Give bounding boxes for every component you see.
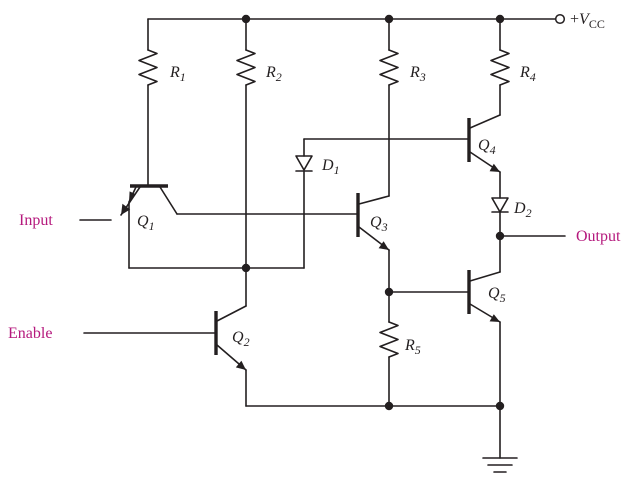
enable-label: Enable <box>8 325 52 342</box>
vcc-label: +VCC <box>570 11 605 31</box>
transistor-q2: Q2 <box>83 267 250 407</box>
q3-label: Q3 <box>370 214 388 234</box>
r3-label: R3 <box>409 64 426 84</box>
diode-d1: D1 <box>295 138 470 269</box>
r1-label: R1 <box>169 64 186 84</box>
diode-d2: D2 <box>491 197 532 273</box>
ground-junction-r5 <box>384 401 394 411</box>
output-label: Output <box>576 228 621 245</box>
junction-wire <box>128 263 305 273</box>
ground-icon <box>482 457 518 473</box>
input-signal: Input <box>19 212 112 229</box>
vcc-terminal <box>554 13 566 25</box>
resistor-r1: R1 <box>138 18 186 187</box>
r5-label: R5 <box>404 337 421 357</box>
output-signal: Output <box>495 228 621 245</box>
transistor-q3: Q3 <box>356 193 470 323</box>
ground-bus <box>245 401 505 459</box>
q1-label: Q1 <box>137 213 155 233</box>
vcc-rail: +VCC <box>147 11 605 31</box>
resistor-r3: R3 <box>379 18 426 197</box>
d1-label: D1 <box>321 157 340 177</box>
resistor-r2: R2 <box>236 18 282 269</box>
q5-label: Q5 <box>488 285 506 305</box>
d2-label: D2 <box>513 200 532 220</box>
transistor-q4: Q4 <box>467 114 501 199</box>
transistor-q1: Q1 <box>120 184 359 269</box>
r2-label: R2 <box>265 64 282 84</box>
q2-label: Q2 <box>232 329 250 349</box>
resistor-r4: R4 <box>490 18 536 116</box>
resistor-r5: R5 <box>379 321 421 407</box>
transistor-q5: Q5 <box>467 270 506 407</box>
r4-label: R4 <box>519 64 536 84</box>
input-label: Input <box>19 212 53 229</box>
q4-label: Q4 <box>478 137 496 157</box>
